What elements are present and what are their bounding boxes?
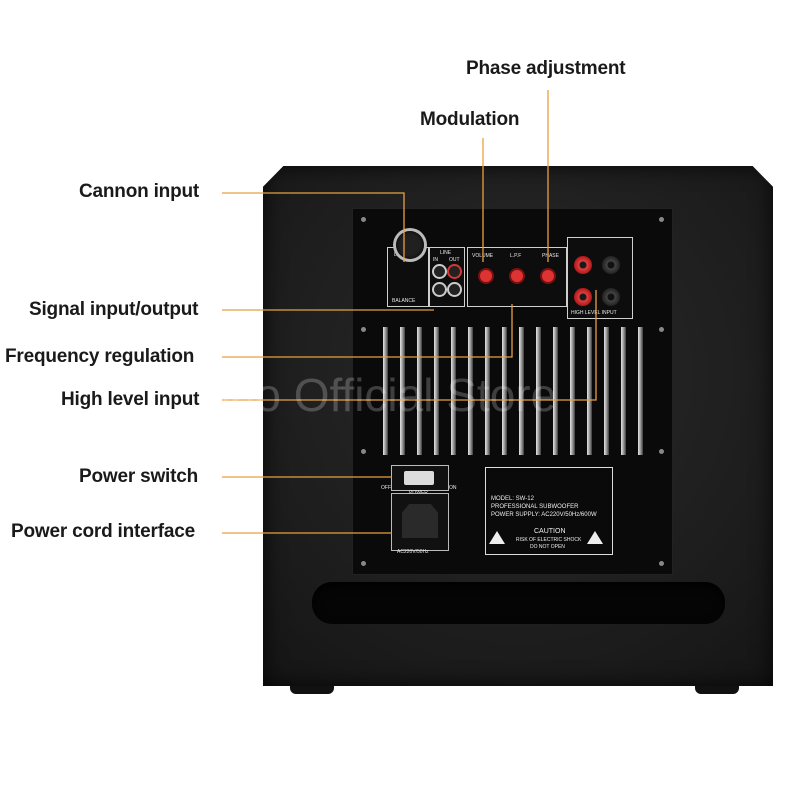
balance-label: BALANCE — [392, 298, 416, 304]
watermark: Taobao Official Store — [130, 369, 557, 421]
rca-out-jack-2[interactable] — [449, 284, 460, 295]
rca-out-jack-1[interactable] — [449, 266, 460, 277]
volume-label: VOLUME — [472, 253, 494, 259]
on-label: ON — [449, 485, 457, 491]
control-knobs-module: VOLUME L.P.F PHASE — [467, 247, 567, 307]
do-not-open-text: DO NOT OPEN — [530, 544, 565, 550]
high-level-input-label: HIGH LEVEL INPUT — [571, 310, 617, 316]
lpf-knob[interactable] — [511, 270, 523, 282]
label-power-cord-interface: Power cord interface — [11, 521, 195, 542]
rca-in-jack-1[interactable] — [434, 266, 445, 277]
model-text: MODEL: SW-12 — [491, 496, 534, 502]
rocker[interactable] — [404, 471, 434, 485]
amplifier-plate: LINE IN BALANCE LINE IN OUT VOLUME L.P.F… — [352, 208, 673, 575]
caution-text: CAUTION — [534, 528, 566, 535]
label-high-level-input: High level input — [61, 389, 200, 410]
off-label: OFF — [381, 485, 391, 491]
high-level-input-module: HIGH LEVEL INPUT — [567, 237, 633, 319]
risk-text: RISK OF ELECTRIC SHOCK — [516, 537, 582, 543]
spec-label: MODEL: SW-12 PROFESSIONAL SUBWOOFER POWE… — [485, 467, 613, 555]
phase-label: PHASE — [542, 253, 559, 259]
high-level-terminal-black-1[interactable] — [602, 256, 620, 274]
high-level-terminal-red-1[interactable] — [574, 256, 592, 274]
power-switch[interactable] — [391, 465, 449, 491]
lpf-label: L.P.F — [510, 253, 522, 259]
supply-text: POWER SUPPLY: AC220V/50Hz/600W — [491, 512, 597, 518]
label-cannon-input: Cannon input — [79, 181, 200, 202]
high-level-terminal-black-2[interactable] — [602, 288, 620, 306]
volume-knob[interactable] — [480, 270, 492, 282]
xlr-connector[interactable] — [396, 231, 424, 259]
label-power-switch: Power switch — [79, 466, 199, 487]
label-modulation: Modulation — [420, 109, 520, 130]
phase-knob[interactable] — [542, 270, 554, 282]
label-phase-adjustment: Phase adjustment — [466, 58, 626, 79]
line-label: LINE — [440, 250, 452, 256]
professional-text: PROFESSIONAL SUBWOOFER — [491, 504, 579, 510]
in-label: IN — [433, 257, 438, 263]
label-frequency-regulation: Frequency regulation — [5, 346, 195, 367]
out-label: OUT — [449, 257, 460, 263]
warning-triangle-icon — [587, 531, 603, 544]
power-cord-socket[interactable] — [391, 493, 449, 551]
warning-triangle-icon — [489, 531, 505, 544]
label-signal-io: Signal input/output — [29, 299, 199, 320]
rca-module: LINE IN OUT — [429, 247, 465, 307]
ac-rating-label: AC220V/50Hz — [397, 549, 429, 555]
bass-port — [312, 582, 725, 624]
rca-in-jack-2[interactable] — [434, 284, 445, 295]
high-level-terminal-red-2[interactable] — [574, 288, 592, 306]
